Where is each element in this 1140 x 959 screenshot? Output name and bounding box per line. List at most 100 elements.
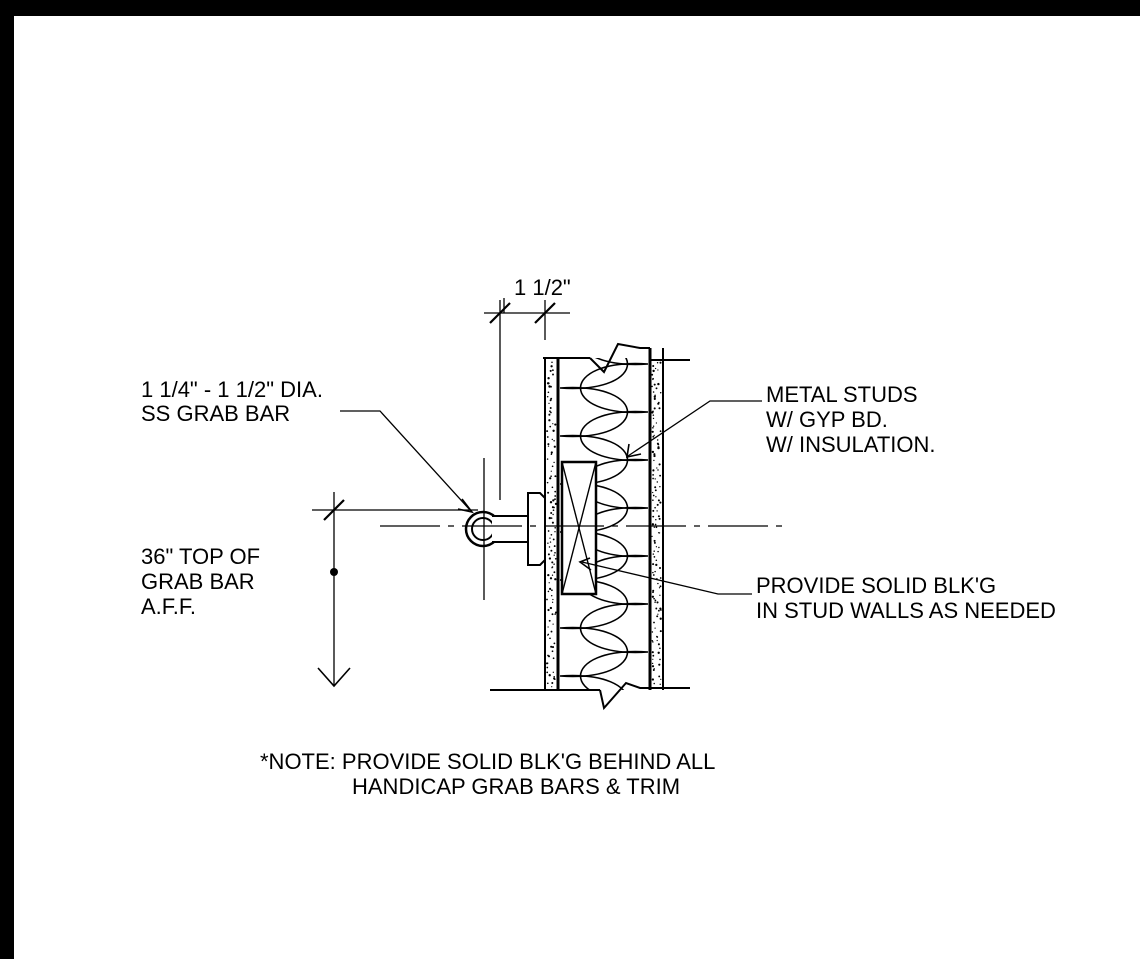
- stipple-dot: [657, 446, 660, 450]
- stipple-dot: [548, 619, 551, 622]
- stipple-dot: [554, 531, 556, 533]
- stipple-dot: [659, 585, 662, 588]
- stipple-dot: [653, 383, 656, 386]
- stipple-dot: [549, 541, 552, 543]
- stipple-dot: [545, 662, 549, 665]
- stipple-dot: [551, 567, 553, 569]
- stipple-dot: [658, 587, 661, 589]
- stipple-dot: [549, 537, 551, 539]
- stipple-dot: [547, 391, 550, 394]
- stipple-dot: [553, 439, 555, 442]
- stipple-dot: [652, 574, 655, 576]
- stipple-dot: [656, 510, 658, 512]
- stipple-dot: [659, 430, 662, 433]
- stipple-dot: [549, 425, 552, 428]
- stipple-dot: [652, 658, 654, 660]
- stipple-dot: [553, 563, 555, 565]
- stipple-dot: [660, 678, 662, 681]
- stipple-dot: [652, 491, 654, 494]
- stipple-dot: [550, 549, 553, 552]
- stipple-dot: [655, 422, 658, 424]
- stipple-dot: [551, 682, 554, 684]
- gyp-board-stipple: [545, 361, 662, 690]
- height-label-line2: GRAB BAR: [141, 569, 255, 594]
- stipple-dot: [654, 627, 656, 629]
- grab-bar-label-line2: SS GRAB BAR: [141, 401, 291, 426]
- stipple-dot: [655, 526, 658, 529]
- stipple-dot: [659, 647, 661, 649]
- grab-bar-label-line1: 1 1/4" - 1 1/2" DIA.: [141, 377, 323, 402]
- stipple-dot: [653, 621, 655, 624]
- stipple-dot: [549, 369, 552, 372]
- stipple-dot: [554, 502, 558, 505]
- stipple-dot: [552, 509, 555, 512]
- stipple-dot: [657, 613, 659, 615]
- stipple-dot: [656, 442, 659, 445]
- stipple-dot: [652, 641, 654, 643]
- stipple-dot: [659, 361, 662, 364]
- stipple-dot: [550, 594, 553, 597]
- stipple-dot: [551, 686, 553, 688]
- grab-bar-flange: [527, 492, 546, 566]
- stipple-dot: [550, 517, 553, 519]
- stipple-dot: [652, 553, 655, 555]
- stipple-dot: [552, 429, 555, 432]
- stipple-dot: [551, 646, 555, 649]
- stipple-dot: [656, 601, 659, 604]
- stipple-dot: [652, 563, 655, 566]
- stipple-dot: [652, 425, 655, 427]
- stipple-dot: [660, 609, 662, 611]
- stipple-dot: [546, 396, 549, 398]
- stipple-dot: [655, 607, 658, 610]
- stipple-dot: [551, 613, 554, 616]
- stipple-dot: [656, 481, 659, 483]
- stipple-dot: [554, 475, 557, 478]
- stipple-dot: [552, 513, 554, 516]
- stipple-dot: [659, 617, 662, 620]
- stipple-dot: [652, 414, 655, 416]
- stipple-dot: [654, 486, 657, 489]
- stipple-dot: [653, 550, 655, 552]
- stipple-dot: [552, 538, 555, 541]
- stipple-dot: [653, 539, 656, 542]
- stipple-dot: [654, 601, 656, 603]
- stipple-dot: [656, 636, 659, 638]
- stipple-dot: [652, 654, 655, 657]
- stipple-dot: [552, 671, 554, 673]
- stipple-dot: [659, 630, 662, 633]
- stipple-dot: [549, 410, 551, 413]
- stipple-dot: [651, 523, 655, 526]
- stipple-dot: [652, 369, 655, 373]
- blocking-label-line2: IN STUD WALLS AS NEEDED: [756, 598, 1056, 623]
- stipple-dot: [553, 642, 556, 645]
- stipple-dot: [653, 459, 655, 462]
- stipple-dot: [652, 668, 655, 672]
- solid-blocking: [560, 460, 598, 596]
- stipple-dot: [651, 430, 654, 433]
- stipple-dot: [550, 630, 553, 633]
- stipple-dot: [654, 523, 657, 526]
- note-line2: HANDICAP GRAB BARS & TRIM: [352, 774, 681, 799]
- stipple-dot: [551, 650, 554, 653]
- stipple-dot: [550, 475, 552, 478]
- stipple-dot: [653, 453, 656, 456]
- break-line-bottom: [599, 681, 650, 711]
- stipple-dot: [657, 550, 659, 553]
- stipple-dot: [659, 486, 661, 488]
- stipple-dot: [547, 553, 550, 556]
- stipple-dot: [657, 651, 660, 654]
- stipple-dot: [655, 563, 658, 567]
- stipple-dot: [549, 407, 552, 409]
- stipple-dot: [549, 637, 551, 640]
- stipple-dot: [652, 391, 655, 393]
- stipple-dot: [546, 436, 549, 438]
- stipple-dot: [554, 578, 557, 581]
- stipple-dot: [546, 430, 549, 433]
- stipple-dot: [548, 385, 551, 388]
- wall-label-line1: METAL STUDS: [766, 382, 918, 407]
- stipple-dot: [659, 391, 662, 394]
- stipple-dot: [547, 377, 550, 380]
- stipple-dot: [657, 582, 659, 585]
- stipple-dot: [652, 515, 655, 518]
- stipple-dot: [550, 645, 553, 648]
